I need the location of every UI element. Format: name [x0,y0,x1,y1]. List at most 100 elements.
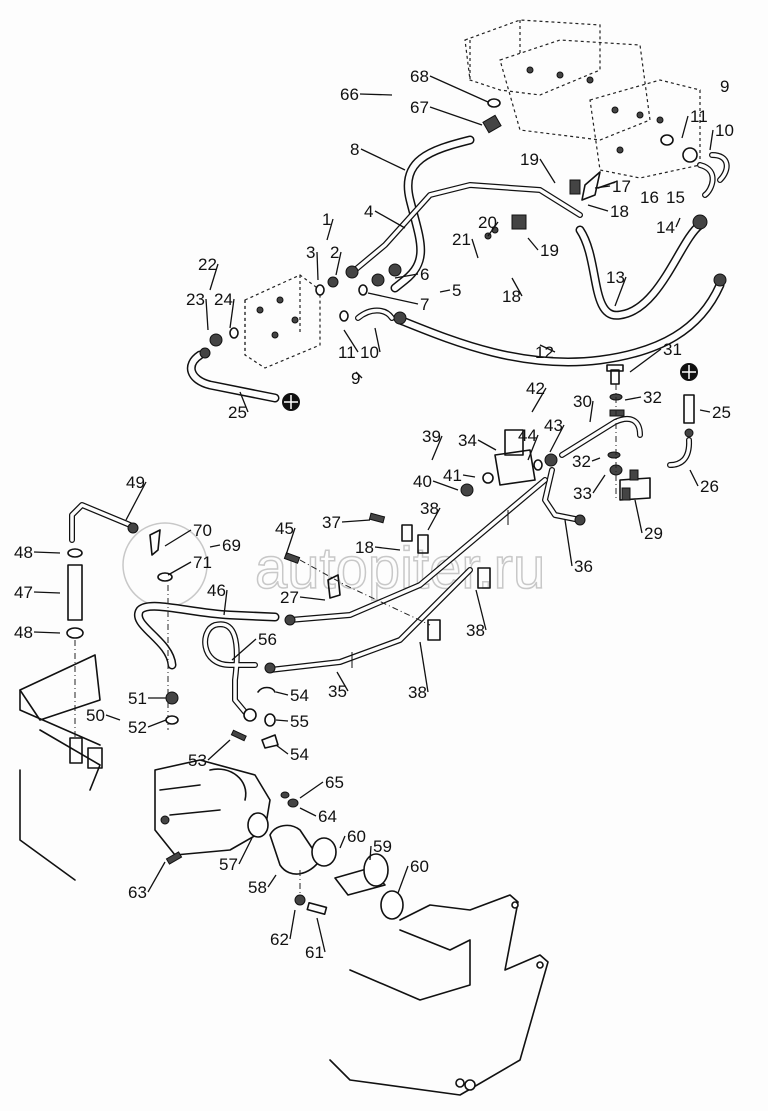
callout-47: 47 [14,583,61,602]
callout-60: 60 [339,827,366,849]
leader-line [207,739,231,761]
callout-35: 35 [328,671,349,701]
callout-53: 53 [188,739,231,770]
leader-line [531,387,547,413]
leader-line [33,551,61,554]
leader-line [299,807,317,817]
leader-line [629,348,662,373]
callout-54: 54 [275,744,309,764]
callout-number: 69 [222,536,241,555]
callout-number: 61 [305,943,324,962]
hose-25-left [186,350,300,411]
callout-62: 62 [270,909,296,949]
hose-12 [395,280,725,367]
callout-number: 20 [478,213,497,232]
leader-line [397,865,409,894]
callout-40: 40 [413,472,459,491]
callout-number: 18 [502,287,521,306]
callout-number: 27 [280,588,299,607]
leader-line [539,344,556,353]
callout-32: 32 [572,452,601,471]
callout-number: 19 [520,150,539,169]
callout-number: 66 [340,85,359,104]
callout-number: 63 [128,883,147,902]
leader-line [439,289,451,293]
pipe-49-47 [66,502,173,740]
callout-11: 11 [338,329,359,362]
leader-line [624,396,642,401]
leader-line [527,434,539,461]
callout-number: 44 [518,426,537,445]
callout-54: 54 [275,686,309,705]
leader-line [147,719,167,728]
leader-line [223,589,228,616]
clamps-38 [283,512,491,641]
callout-number: 9 [720,77,729,96]
callout-68: 68 [410,67,489,103]
callout-number: 41 [443,466,462,485]
callout-36: 36 [564,519,593,576]
callout-number: 60 [410,857,429,876]
callout-50: 50 [86,706,121,725]
callout-number: 31 [663,340,682,359]
callout-37: 37 [322,513,371,532]
leader-line [316,251,319,281]
callout-12: 12 [535,343,556,362]
callout-52: 52 [128,718,167,737]
callout-20: 20 [478,213,499,237]
callout-48: 48 [14,623,61,642]
callout-46: 46 [207,581,228,616]
callout-1: 1 [322,210,334,241]
callout-number: 5 [452,281,461,300]
callout-number: 54 [290,745,309,764]
leader-line [394,273,419,279]
callout-number: 24 [214,290,233,309]
leader-line [367,292,419,305]
leader-line [33,591,61,594]
callout-43: 43 [544,416,565,453]
callout-number: 51 [128,689,147,708]
callout-17: 17 [594,177,631,196]
valve-block-left [244,274,321,369]
callout-19: 19 [520,150,556,184]
callout-number: 10 [715,121,734,140]
callout-number: 67 [410,98,429,117]
leader-line [527,237,539,251]
leader-line [589,400,594,423]
callout-number: 48 [14,543,33,562]
callout-25: 25 [228,391,249,422]
callout-number: 48 [14,623,33,642]
callout-number: 11 [690,107,708,126]
callout-number: 25 [228,403,247,422]
callout-39: 39 [422,427,443,461]
leader-line [275,691,289,696]
callout-31: 31 [629,340,682,373]
callout-number: 62 [270,930,289,949]
callout-23: 23 [186,290,209,331]
leader-line [341,519,371,523]
callout-33: 33 [573,474,606,503]
leader-line [429,106,483,126]
callout-number: 64 [318,807,337,826]
callout-38: 38 [408,641,429,702]
leader-line [374,327,381,353]
tee-29 [619,469,651,501]
callout-number: 34 [458,431,477,450]
callout-number: 15 [666,188,685,207]
callout-59: 59 [369,837,392,861]
leader-line [477,439,497,451]
leader-line [355,371,363,379]
callout-number: 19 [540,241,559,260]
leader-line [238,837,253,865]
leader-line [594,185,611,189]
leader-line [105,714,121,721]
leader-line [475,589,487,631]
callout-number: 16 [640,188,659,207]
callout-number: 35 [328,682,347,701]
callout-67: 67 [410,98,483,126]
callout-number: 21 [452,230,471,249]
callout-number: 14 [656,218,675,237]
callout-24: 24 [214,290,235,329]
callout-3: 3 [306,243,319,281]
leader-line [339,835,346,849]
